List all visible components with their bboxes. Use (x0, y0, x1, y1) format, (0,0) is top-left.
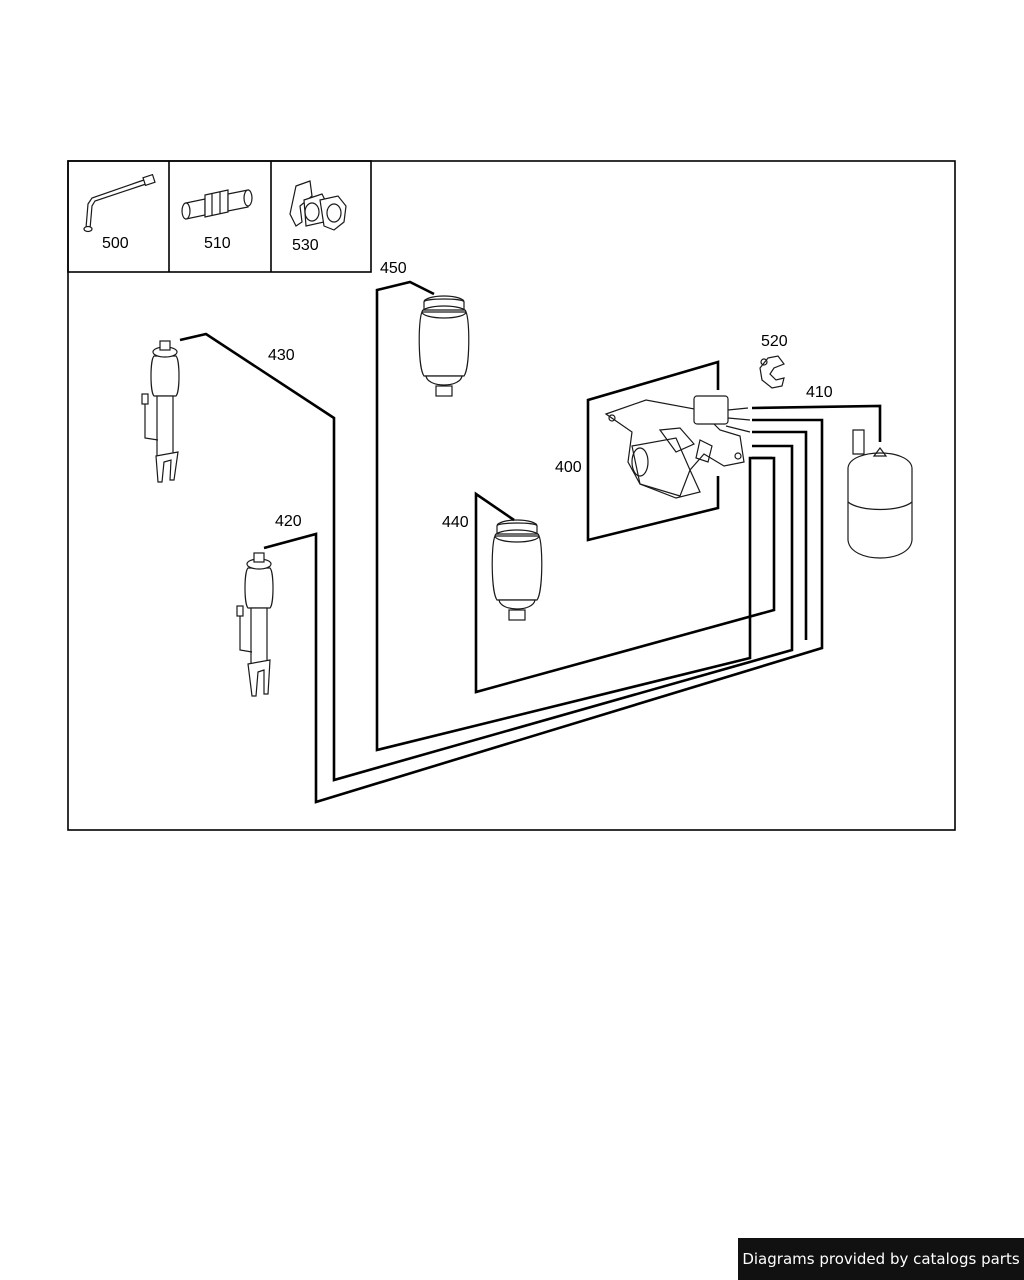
leader-lines (179, 280, 882, 804)
accessory-boxes (67, 160, 372, 273)
part-500-line-icon (83, 173, 156, 233)
part-430-air-strut-icon (141, 340, 180, 483)
callout-430: 430 (268, 347, 295, 364)
callout-530: 530 (292, 237, 319, 254)
diagram-frame (67, 160, 956, 831)
part-510-coupling-icon (181, 189, 253, 220)
part-440-air-spring-icon (491, 519, 543, 621)
callout-410: 410 (806, 384, 833, 401)
part-450-air-spring-icon (418, 295, 470, 397)
part-400-compressor-icon (604, 395, 751, 499)
callout-440: 440 (442, 514, 469, 531)
part-520-clip-icon (759, 355, 785, 389)
callout-520: 520 (761, 333, 788, 350)
diagram-credit-text: Diagrams provided by catalogs parts (742, 1250, 1020, 1268)
part-530-clip-icon (289, 180, 347, 231)
callout-500: 500 (102, 235, 129, 252)
diagram-credit-banner: Diagrams provided by catalogs parts (738, 1238, 1024, 1280)
callout-450: 450 (380, 260, 407, 277)
callout-510: 510 (204, 235, 231, 252)
part-410-reservoir-tank-icon (847, 429, 913, 559)
callout-420: 420 (275, 513, 302, 530)
callout-400: 400 (555, 459, 582, 476)
part-420-air-strut-icon (236, 552, 274, 697)
